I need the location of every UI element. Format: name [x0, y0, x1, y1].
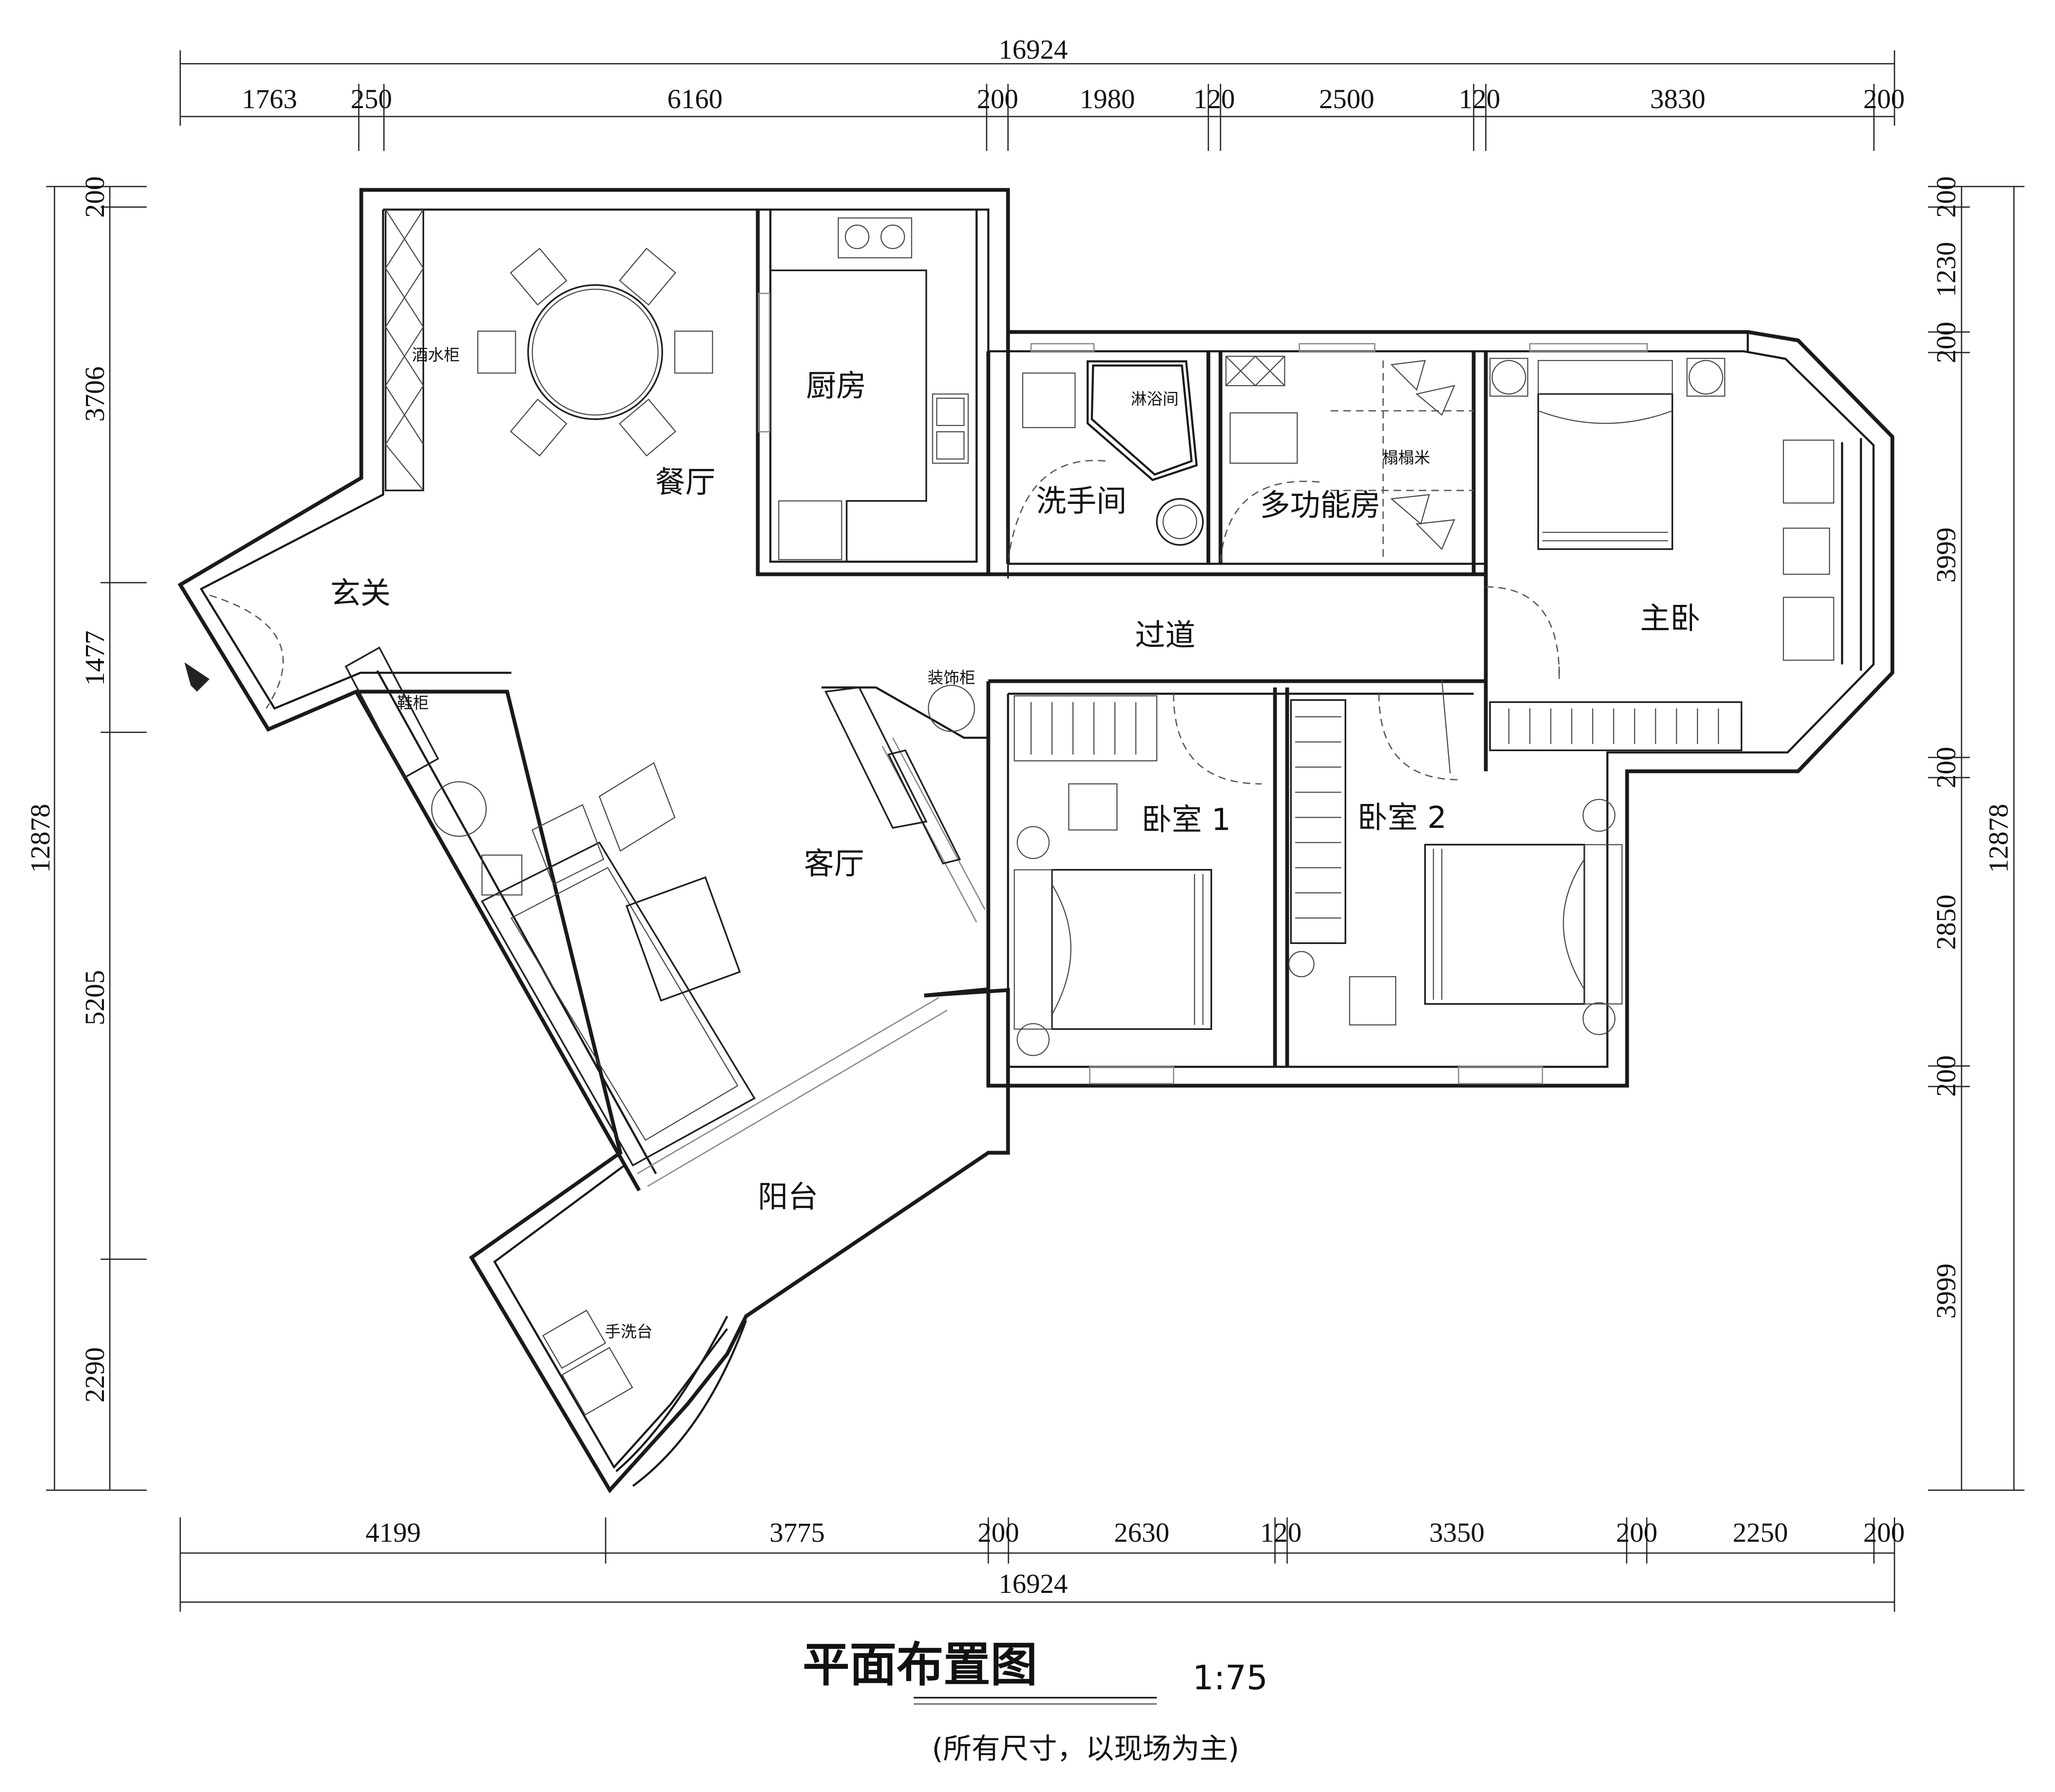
dim-top-6: 120	[1194, 84, 1235, 114]
dim-left-5: 2290	[80, 1347, 110, 1403]
drawing-note: (所有尺寸，以现场为主)	[932, 1732, 1239, 1766]
dimension-lines	[46, 50, 2024, 1612]
dim-bottom-9: 200	[1863, 1517, 1905, 1548]
label-balcony: 阳台	[758, 1179, 818, 1214]
dim-bottom-3: 200	[978, 1517, 1019, 1548]
dim-top-4: 200	[977, 84, 1018, 114]
dim-top-8: 120	[1459, 84, 1500, 114]
dim-top-10: 200	[1863, 84, 1905, 114]
drawing-scale: 1:75	[1192, 1658, 1268, 1697]
dim-top-3: 6160	[667, 84, 723, 114]
dim-top-5: 1980	[1080, 84, 1135, 114]
label-deco-cabinet: 装饰柜	[928, 669, 975, 687]
dim-right-2: 1230	[1931, 242, 1962, 297]
dim-top-total: 16924	[999, 34, 1068, 65]
label-master: 主卧	[1640, 601, 1700, 636]
dim-right-7: 200	[1931, 1055, 1962, 1097]
dim-top-1: 1763	[242, 84, 297, 114]
label-entry: 玄关	[330, 576, 391, 611]
kitchen-counter-shape	[770, 270, 927, 563]
dim-bottom-8: 2250	[1733, 1517, 1788, 1548]
label-kitchen: 厨房	[806, 368, 866, 403]
dim-left-3: 1477	[80, 630, 110, 686]
bedroom2-wardrobe-shape	[1290, 699, 1346, 944]
dim-right-8: 3999	[1931, 1263, 1962, 1319]
label-washroom: 洗手间	[1036, 483, 1127, 519]
label-wine-cabinet: 酒水柜	[412, 346, 460, 364]
dim-right-total: 12878	[1983, 804, 2014, 873]
fixture-labels: 酒水柜 鞋柜 装饰柜 手洗台	[397, 346, 975, 1341]
dim-left-total: 12878	[25, 804, 56, 873]
label-living: 客厅	[804, 846, 864, 881]
dim-bottom-4: 2630	[1114, 1517, 1169, 1548]
shoe-cabinet-shape	[345, 646, 439, 779]
dim-right-6: 2850	[1931, 895, 1962, 950]
drawing-title: 平面布置图	[803, 1638, 1037, 1692]
bedroom1-bed-shape	[1051, 869, 1212, 1030]
dim-bottom-6: 3350	[1429, 1517, 1485, 1548]
dim-top-9: 3830	[1650, 84, 1705, 114]
room-labels: 餐厅 厨房 洗手间 淋浴间 多功能房 榻榻米 主卧 玄关 过道 客厅 卧室 1 …	[330, 368, 1700, 1214]
dim-left-4: 5205	[80, 970, 110, 1025]
dim-right-1: 200	[1931, 176, 1962, 218]
dim-right-4: 3999	[1931, 527, 1962, 583]
bedroom2-bed-shape	[1424, 844, 1585, 1005]
walls	[177, 188, 1894, 1494]
dim-left-1: 200	[80, 176, 110, 218]
dim-bottom-2: 3775	[770, 1517, 825, 1548]
coffee-table-shape	[625, 876, 741, 1002]
label-tatami: 榻榻米	[1382, 449, 1430, 467]
outer-wall	[177, 188, 1894, 1494]
dim-right-5: 200	[1931, 747, 1962, 788]
label-bedroom1: 卧室 1	[1142, 802, 1231, 837]
dim-bottom-total: 16924	[999, 1569, 1068, 1599]
dimension-labels: 16924 1763 250 6160 200 1980 120 2500 12…	[25, 34, 2014, 1599]
dining-table-shape	[527, 284, 663, 420]
dim-right-3: 200	[1931, 322, 1962, 363]
label-shower: 淋浴间	[1131, 390, 1179, 408]
label-shoe-cabinet: 鞋柜	[397, 694, 429, 712]
label-multi: 多功能房	[1260, 488, 1381, 523]
wine-cabinet-shape	[385, 209, 424, 491]
dim-bottom-7: 200	[1616, 1517, 1658, 1548]
entry-arrow-icon	[184, 662, 210, 692]
dim-bottom-1: 4199	[365, 1517, 421, 1548]
title-block: 平面布置图 1:75 (所有尺寸，以现场为主)	[803, 1638, 1268, 1766]
label-bedroom2: 卧室 2	[1358, 800, 1447, 835]
dim-top-7: 2500	[1319, 84, 1374, 114]
label-hand-basin: 手洗台	[605, 1323, 653, 1341]
dim-bottom-5: 120	[1260, 1517, 1302, 1548]
dim-left-2: 3706	[80, 366, 110, 422]
windows	[637, 293, 1648, 1187]
doors	[209, 460, 1560, 785]
furniture	[184, 209, 1835, 1416]
dim-top-2: 250	[351, 84, 392, 114]
label-dining: 餐厅	[655, 464, 715, 500]
label-corridor: 过道	[1135, 617, 1195, 653]
